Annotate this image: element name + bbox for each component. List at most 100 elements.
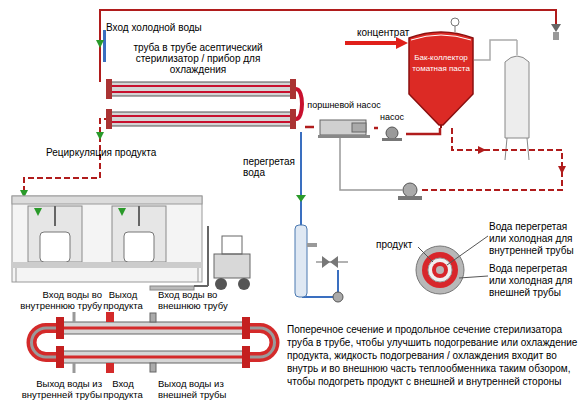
product-line xyxy=(110,91,294,93)
wheel xyxy=(215,278,227,290)
wheel xyxy=(238,278,250,290)
tank-rim xyxy=(411,35,471,40)
callout-label: Вход воды во внутреннюю трубу xyxy=(12,289,102,311)
thermometer-symbol xyxy=(103,30,106,62)
return-pipe xyxy=(420,128,562,190)
outer-tube-section xyxy=(416,246,464,294)
tank-outlet xyxy=(440,125,442,128)
tank-outline xyxy=(408,28,474,128)
piston-pump: поршневой насос xyxy=(314,100,374,138)
callout-label: Выход воды из внутренней трубы xyxy=(10,378,102,400)
pump-base xyxy=(398,196,422,200)
water-nozzle xyxy=(73,363,76,373)
water-pipe xyxy=(300,155,302,225)
filler-head xyxy=(112,206,166,262)
water-ring xyxy=(422,252,458,288)
filler-nozzle xyxy=(54,206,56,226)
flow-arrow xyxy=(96,40,104,48)
tube-flange xyxy=(106,79,112,99)
node-text: перегретая вода xyxy=(243,156,299,178)
u-bend xyxy=(296,89,302,119)
node-text: насос xyxy=(374,112,410,123)
inner-core xyxy=(436,266,444,274)
vent-pipe xyxy=(474,40,517,60)
u-bend xyxy=(246,328,275,357)
outer-tube xyxy=(110,82,294,96)
node-text: Бак-коллектор томатная паста xyxy=(409,52,473,74)
sterilizer-unit: труба в трубе асептический стерилизатор … xyxy=(100,40,305,132)
flow-arrow xyxy=(296,195,306,202)
flange xyxy=(56,317,64,339)
callout-label: Вода перегретая или холодная для внутрен… xyxy=(489,221,583,257)
filler-leg xyxy=(198,268,199,282)
pump-symbol xyxy=(386,127,398,139)
u-bend-core xyxy=(246,328,275,357)
water-nozzle xyxy=(73,312,76,322)
forklift-fork xyxy=(194,285,208,287)
tank-body xyxy=(409,32,473,125)
flange xyxy=(56,346,64,368)
flow-arrow xyxy=(96,132,104,140)
drum xyxy=(124,232,154,262)
product-nozzle xyxy=(106,363,114,373)
node-text: поршневой насос xyxy=(304,100,384,111)
outer-tube xyxy=(110,112,294,126)
flow-arrow xyxy=(34,208,42,216)
tube-flange xyxy=(290,79,296,99)
concentrate-arrow xyxy=(345,41,398,45)
inner-tube xyxy=(60,327,246,330)
gauge-stem xyxy=(455,26,456,32)
recirculation-pipe xyxy=(24,119,110,202)
caption-note: Поперечное сечение и продольное сечение … xyxy=(287,323,583,388)
filler-leg xyxy=(16,268,17,282)
pipe-connector xyxy=(300,132,302,155)
pipe-connector xyxy=(406,128,440,134)
heater-column xyxy=(295,225,307,297)
vessel-pipe xyxy=(517,40,518,55)
cold-water-pipe xyxy=(100,10,556,82)
water-nozzle xyxy=(150,363,156,372)
forklift-mast xyxy=(207,226,209,286)
valve-symbol xyxy=(322,256,338,268)
pump-symbol xyxy=(403,183,417,197)
filler-head xyxy=(28,206,82,262)
vessel-leg xyxy=(527,138,529,160)
u-bend xyxy=(32,328,61,357)
callout-label: Вход воды во внешнюю трубу xyxy=(158,289,250,311)
callout-label: Вход холодной воды xyxy=(106,22,202,33)
tube-flange xyxy=(290,109,296,129)
flange xyxy=(242,346,250,368)
product-line xyxy=(110,121,294,123)
pump-cylinder xyxy=(352,123,366,132)
callout-label: продукт xyxy=(376,239,412,250)
filler-top xyxy=(12,196,202,204)
node-text: труба в трубе асептический стерилизатор … xyxy=(132,42,264,75)
flow-arrow xyxy=(558,166,566,174)
callout-label: Рециркуляция продукта xyxy=(46,147,156,158)
leader-line xyxy=(418,247,433,262)
collector-tank: Бак-коллектор томатная паста xyxy=(408,28,474,128)
water-heater: перегретая вода xyxy=(255,155,320,300)
outer-tube xyxy=(60,351,246,363)
product-ring xyxy=(428,258,452,282)
flow-arrow xyxy=(478,146,486,154)
water-nozzle xyxy=(150,313,156,322)
arrow-head xyxy=(396,37,408,49)
leader-line xyxy=(447,236,488,265)
valve-body xyxy=(553,32,559,40)
pump-base xyxy=(318,135,370,138)
flow-arrow xyxy=(118,208,126,216)
tube-flange xyxy=(106,109,112,129)
heater-nozzle xyxy=(307,243,317,247)
filler-frame xyxy=(12,196,202,282)
pump-symbol xyxy=(333,292,343,302)
u-bend-core xyxy=(32,328,61,357)
callout-label: Вода перегретая или холодная для внешней… xyxy=(489,263,583,299)
pump-base xyxy=(382,138,402,141)
flange xyxy=(242,317,250,339)
product-line xyxy=(110,85,294,87)
inner-water xyxy=(432,262,448,278)
pipe-connector xyxy=(305,126,314,129)
